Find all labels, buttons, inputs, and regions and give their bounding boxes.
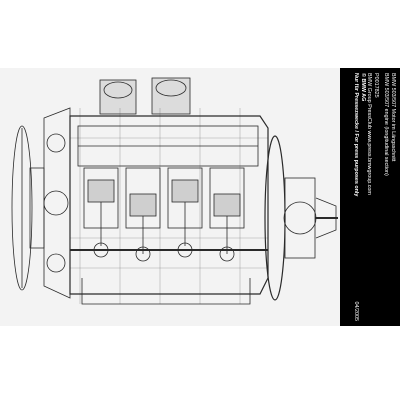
caption-press-line: BMW Group PressClub www.press.bmwgroup.c… [366,73,373,195]
caption-text-block: BMW 503/507 Motor im Längsschnitt BMW 50… [340,68,400,326]
caption-code: P0017825 [372,73,379,98]
caption-copyright: © BMW AG [359,73,366,102]
caption-title-en: BMW 503/507 engine (longitudinal section… [383,73,390,176]
fan-blade-icon [11,125,33,291]
caption-title-de: BMW 503/507 Motor im Längsschnitt [390,73,396,162]
caption-date: 04/2005 [353,301,360,322]
caption-panel: BMW 503/507 Motor im Längsschnitt BMW 50… [340,68,400,326]
engine-section-drawing [0,68,400,326]
caption-notice: Nur für Pressezwecke / For press purpose… [353,73,360,197]
engine-drawing-svg [11,77,338,305]
